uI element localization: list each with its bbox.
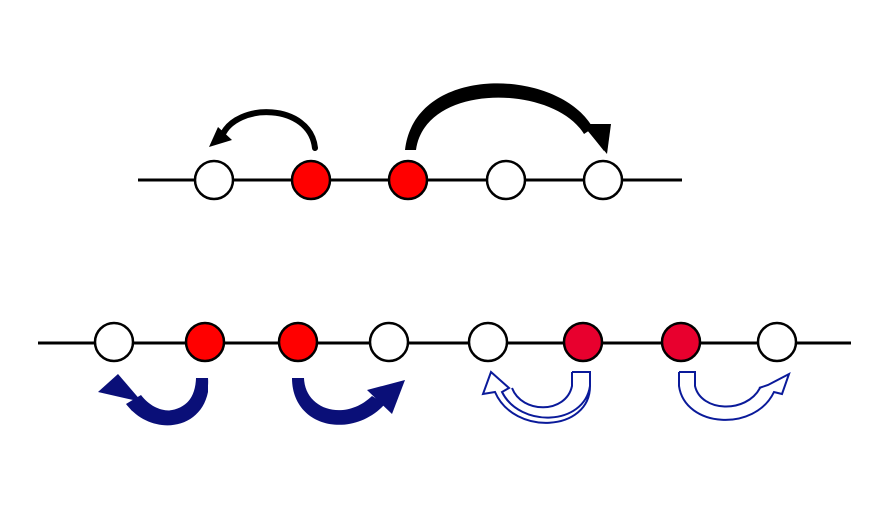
bottom-hop-navy-left-arrow-icon [98, 374, 209, 426]
top-site-occupied [290, 159, 332, 201]
bottom-site-empty [93, 321, 135, 363]
bottom-hop-navy-right-arrow-icon [292, 378, 405, 425]
top-chain [138, 83, 682, 201]
top-site-occupied [387, 159, 429, 201]
bottom-site-empty [756, 321, 798, 363]
bottom-site-empty [368, 321, 410, 363]
top-site-empty [193, 159, 235, 201]
bottom-hop-outline-right-arrow-icon [678, 371, 791, 421]
bottom-hop-outline-left-arrow-icon [481, 370, 591, 424]
bottom-site-empty [467, 321, 509, 363]
bottom-site-occupied-dark [660, 321, 702, 363]
top-site-empty [582, 159, 624, 201]
top-hop-right-arrow-icon [405, 83, 611, 154]
bottom-site-occupied [277, 321, 319, 363]
bottom-site-occupied [184, 321, 226, 363]
top-hop-left-arrow-icon [209, 109, 318, 151]
top-site-empty [485, 159, 527, 201]
bottom-site-occupied-dark [562, 321, 604, 363]
bottom-chain [38, 321, 851, 426]
